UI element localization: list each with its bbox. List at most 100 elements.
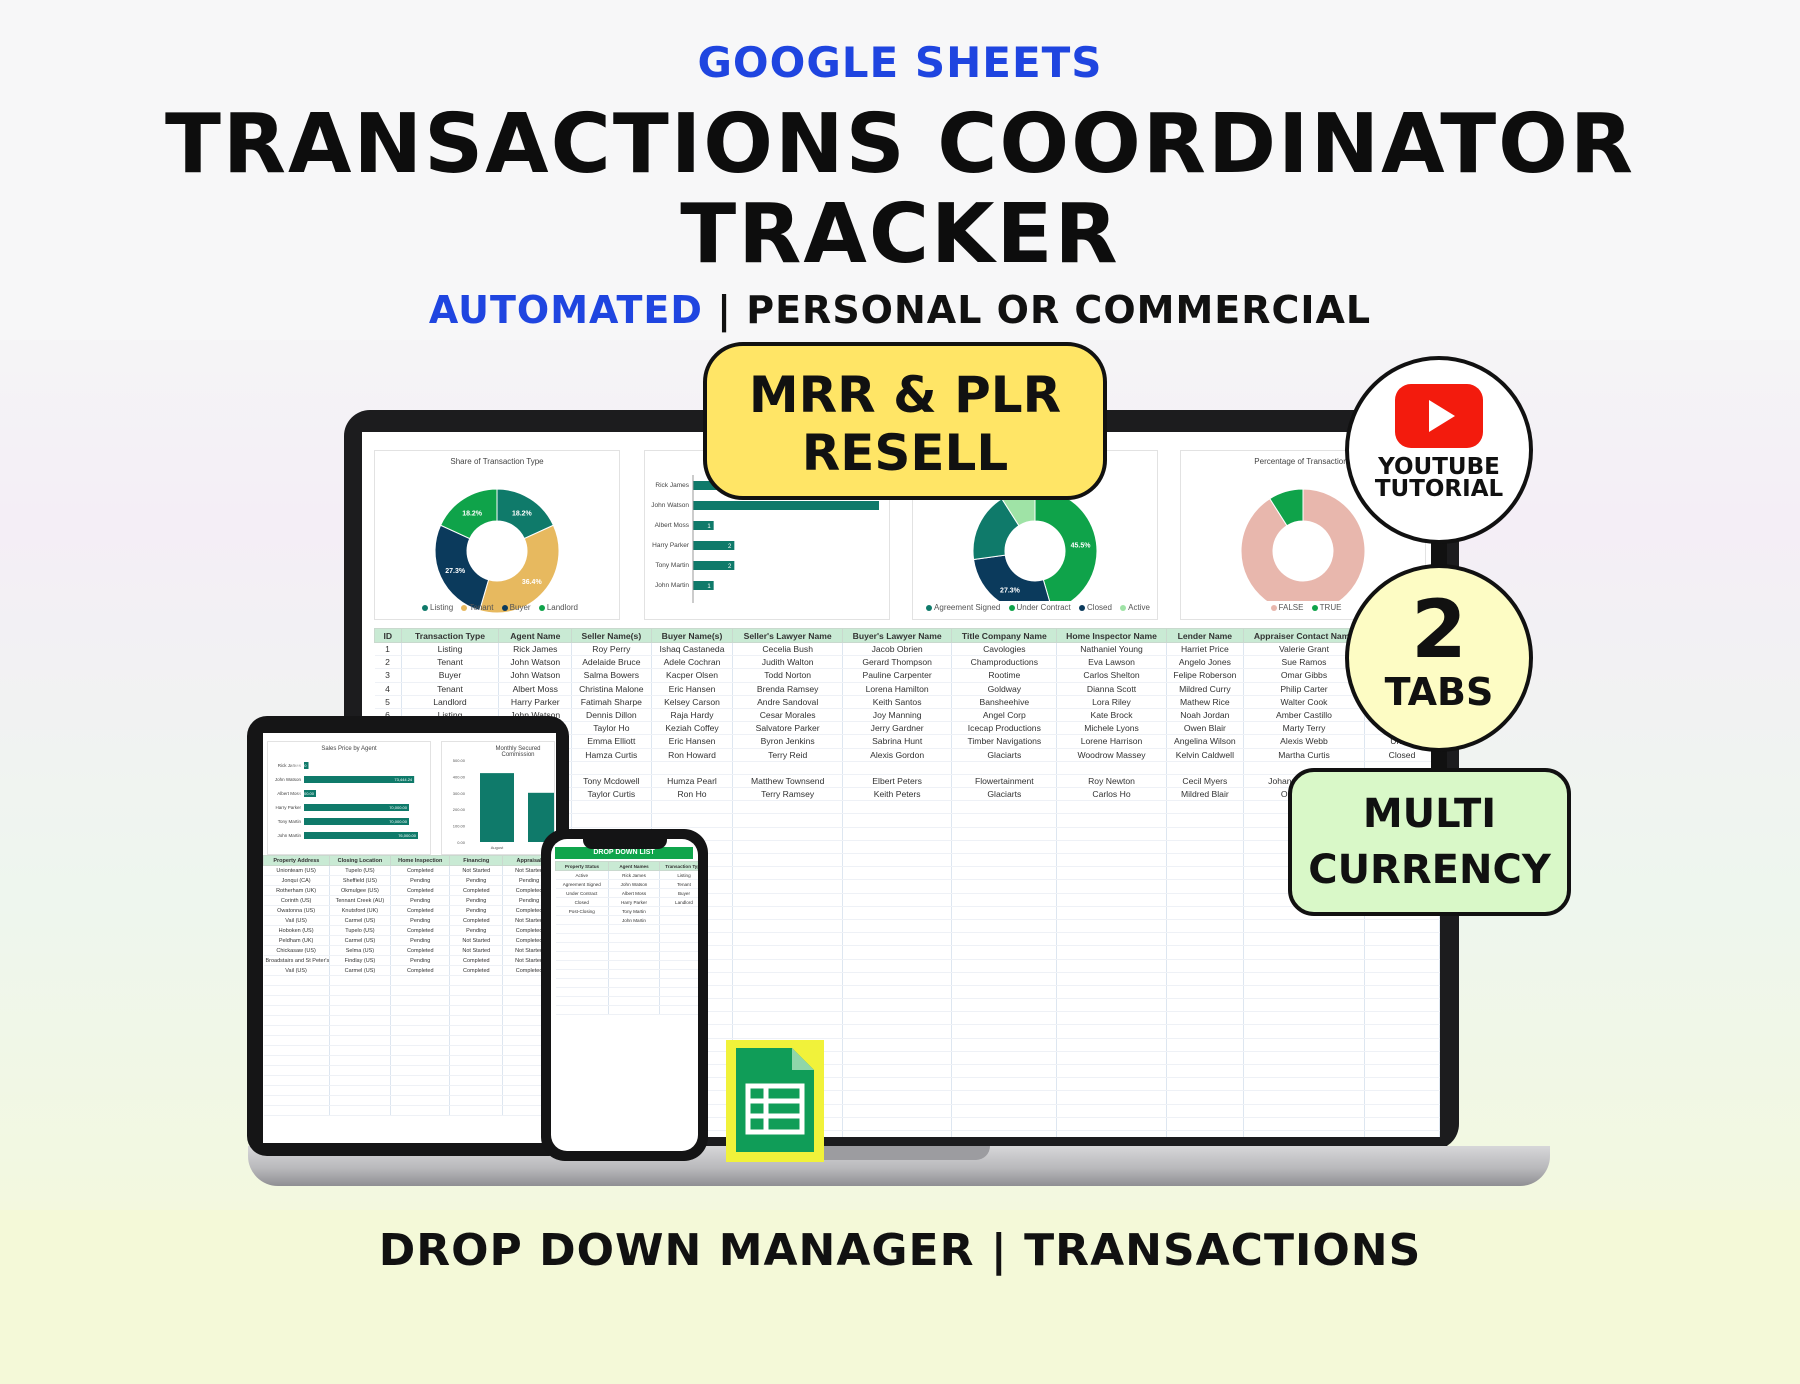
column-header[interactable]: Seller Name(s) bbox=[571, 628, 652, 643]
table-cell[interactable] bbox=[1056, 998, 1167, 1013]
table-cell[interactable]: Kacper Olsen bbox=[651, 668, 734, 683]
table-cell[interactable] bbox=[1364, 919, 1440, 934]
table-cell[interactable]: Pending bbox=[390, 935, 451, 946]
table-cell[interactable] bbox=[1364, 1077, 1440, 1092]
table-cell[interactable]: Tupelo (US) bbox=[329, 925, 392, 936]
table-cell[interactable]: Mathew Rice bbox=[1166, 695, 1244, 709]
table-cell[interactable]: Lora Riley bbox=[1056, 695, 1167, 709]
table-cell[interactable]: Hoboken (US) bbox=[263, 925, 330, 936]
table-cell[interactable] bbox=[390, 985, 451, 996]
table-cell[interactable] bbox=[449, 1105, 504, 1116]
table-cell[interactable] bbox=[842, 985, 953, 1000]
table-cell[interactable]: Ron Ho bbox=[651, 787, 734, 802]
table-cell[interactable] bbox=[1166, 800, 1244, 815]
table-cell[interactable] bbox=[1364, 1104, 1440, 1118]
table-cell[interactable] bbox=[842, 1038, 953, 1052]
table-cell[interactable] bbox=[449, 1085, 504, 1096]
table-cell[interactable] bbox=[263, 985, 330, 996]
table-cell[interactable]: Listing bbox=[401, 642, 500, 657]
table-cell[interactable] bbox=[1243, 959, 1365, 973]
table-cell[interactable] bbox=[555, 933, 609, 943]
table-cell[interactable]: Amber Castillo bbox=[1243, 708, 1365, 723]
table-cell[interactable] bbox=[449, 995, 504, 1006]
table-cell[interactable] bbox=[608, 933, 660, 943]
table-cell[interactable] bbox=[1166, 893, 1244, 907]
table-cell[interactable]: Salma Bowers bbox=[571, 668, 652, 683]
table-cell[interactable]: Pending bbox=[390, 955, 451, 966]
table-cell[interactable]: Okmulgee (US) bbox=[329, 885, 392, 896]
table-cell[interactable]: Pending bbox=[390, 875, 451, 886]
table-cell[interactable]: Roy Newton bbox=[1056, 774, 1167, 789]
table-cell[interactable] bbox=[732, 879, 843, 894]
table-cell[interactable] bbox=[1056, 827, 1167, 841]
table-cell[interactable] bbox=[1056, 985, 1167, 1000]
table-cell[interactable] bbox=[1056, 853, 1167, 868]
table-cell[interactable]: Under Contract bbox=[555, 888, 609, 898]
table-cell[interactable] bbox=[1056, 879, 1167, 894]
table-cell[interactable]: Pending bbox=[390, 915, 451, 926]
table-cell[interactable] bbox=[449, 1015, 504, 1026]
table-cell[interactable] bbox=[951, 840, 1058, 855]
table-cell[interactable] bbox=[842, 853, 953, 868]
table-cell[interactable] bbox=[555, 951, 609, 961]
table-cell[interactable]: Jonqui (CA) bbox=[263, 875, 330, 886]
table-cell[interactable] bbox=[951, 919, 1058, 934]
table-cell[interactable]: Completed bbox=[390, 865, 451, 876]
table-cell[interactable]: Tony Mcdowell bbox=[571, 774, 652, 789]
table-cell[interactable] bbox=[1364, 1090, 1440, 1105]
table-cell[interactable]: Noah Jordan bbox=[1166, 708, 1244, 723]
table-cell[interactable]: Jerry Gardner bbox=[842, 721, 953, 736]
table-cell[interactable]: Completed bbox=[449, 965, 504, 976]
table-cell[interactable] bbox=[951, 932, 1058, 947]
table-cell[interactable] bbox=[263, 1005, 330, 1016]
table-cell[interactable]: Angelina Wilson bbox=[1166, 734, 1244, 749]
table-cell[interactable] bbox=[842, 761, 953, 775]
table-cell[interactable] bbox=[1166, 1130, 1244, 1137]
table-cell[interactable]: Completed bbox=[449, 955, 504, 966]
table-cell[interactable] bbox=[449, 985, 504, 996]
table-cell[interactable] bbox=[1056, 813, 1167, 828]
table-cell[interactable] bbox=[1364, 945, 1440, 960]
table-cell[interactable] bbox=[329, 1105, 392, 1116]
table-cell[interactable] bbox=[1166, 959, 1244, 973]
table-cell[interactable]: Adelaide Bruce bbox=[571, 655, 652, 670]
table-cell[interactable]: Post-Closing bbox=[555, 906, 609, 916]
table-cell[interactable]: Corinth (US) bbox=[263, 895, 330, 906]
column-header[interactable]: Transaction Type bbox=[400, 628, 500, 643]
table-cell[interactable] bbox=[659, 906, 698, 916]
table-cell[interactable]: Peldham (UK) bbox=[263, 935, 330, 946]
table-cell[interactable] bbox=[263, 1095, 330, 1106]
table-cell[interactable] bbox=[263, 995, 330, 1006]
table-cell[interactable] bbox=[1243, 1051, 1365, 1066]
table-cell[interactable]: Eric Hansen bbox=[651, 734, 734, 749]
table-cell[interactable]: Timber Navigations bbox=[951, 734, 1058, 749]
table-cell[interactable] bbox=[1166, 879, 1244, 894]
table-cell[interactable] bbox=[1166, 932, 1244, 947]
table-cell[interactable] bbox=[1364, 985, 1440, 1000]
table-cell[interactable] bbox=[951, 959, 1058, 973]
table-cell[interactable]: Judith Walton bbox=[732, 655, 843, 670]
table-cell[interactable] bbox=[1056, 800, 1167, 815]
table-cell[interactable]: Humza Pearl bbox=[651, 774, 734, 789]
table-cell[interactable]: Rick James bbox=[498, 642, 573, 657]
table-cell[interactable]: Harry Parker bbox=[498, 695, 573, 709]
table-cell[interactable] bbox=[1056, 1130, 1167, 1137]
table-cell[interactable]: Felipe Roberson bbox=[1166, 668, 1244, 683]
table-cell[interactable] bbox=[842, 906, 953, 920]
table-cell[interactable] bbox=[1243, 1130, 1365, 1137]
table-cell[interactable] bbox=[659, 960, 698, 970]
table-cell[interactable]: Harriet Price bbox=[1166, 642, 1244, 657]
table-cell[interactable]: Goldway bbox=[951, 682, 1058, 696]
table-cell[interactable]: Tupelo (US) bbox=[329, 865, 392, 876]
table-cell[interactable] bbox=[1166, 1117, 1244, 1131]
table-cell[interactable]: Christina Malone bbox=[571, 682, 652, 696]
table-cell[interactable] bbox=[263, 975, 330, 986]
table-cell[interactable] bbox=[842, 827, 953, 841]
table-cell[interactable] bbox=[555, 915, 609, 925]
table-cell[interactable] bbox=[329, 1035, 392, 1046]
table-cell[interactable] bbox=[842, 1117, 953, 1131]
table-cell[interactable] bbox=[555, 924, 609, 934]
table-cell[interactable] bbox=[1056, 761, 1167, 775]
table-cell[interactable] bbox=[1243, 998, 1365, 1013]
table-cell[interactable] bbox=[732, 945, 843, 960]
